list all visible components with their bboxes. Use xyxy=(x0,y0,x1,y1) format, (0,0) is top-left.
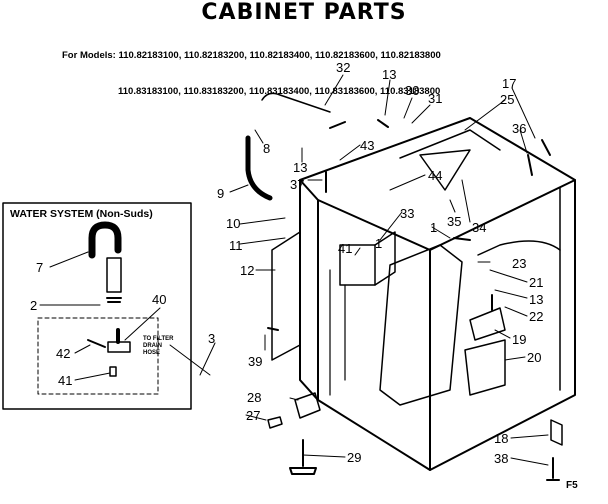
cabinet-inner-edge xyxy=(317,199,431,471)
figure-code: F5 xyxy=(566,480,578,491)
switch-bracket xyxy=(469,307,506,341)
callout-40: 40 xyxy=(152,292,166,307)
callout-13c: 13 xyxy=(529,292,543,307)
callout-36: 36 xyxy=(512,121,526,136)
side-panel xyxy=(271,231,301,361)
callout-8: 8 xyxy=(263,141,270,156)
water-system-inset xyxy=(2,202,192,410)
callout-43: 43 xyxy=(360,138,374,153)
model-line-1: For Models: 110.82183100, 110.82183200, … xyxy=(62,50,441,62)
model-list: For Models: 110.82183100, 110.82183200, … xyxy=(62,26,441,110)
hose-segment xyxy=(106,257,122,293)
leg-38 xyxy=(546,457,560,481)
callout-23: 23 xyxy=(512,256,526,271)
callout-39: 39 xyxy=(248,354,262,369)
callout-1b: 1 xyxy=(375,236,382,251)
callout-32: 32 xyxy=(336,60,350,75)
callout-35: 35 xyxy=(447,214,461,229)
callout-34: 34 xyxy=(472,220,486,235)
callout-17: 17 xyxy=(502,76,516,91)
callout-7: 7 xyxy=(36,260,43,275)
callout-41-inset: 41 xyxy=(58,373,72,388)
callout-37: 37 xyxy=(290,177,304,192)
callout-13a: 13 xyxy=(382,67,396,82)
callout-9: 9 xyxy=(217,186,224,201)
callout-11: 11 xyxy=(229,238,243,253)
callout-12: 12 xyxy=(240,263,254,278)
callout-31: 31 xyxy=(428,91,442,106)
cabinet-outline xyxy=(299,117,576,471)
callout-13b: 13 xyxy=(293,160,307,175)
models-line1: 110.82183100, 110.82183200, 110.82183400… xyxy=(118,50,441,61)
hose-32 xyxy=(261,92,331,113)
bracket-28 xyxy=(294,392,321,419)
valve-box xyxy=(339,244,376,286)
inset-title: WATER SYSTEM (Non-Suds) xyxy=(10,208,153,220)
page-title: CABINET PARTS xyxy=(201,0,407,25)
callout-20: 20 xyxy=(527,350,541,365)
callout-41: 41 xyxy=(338,241,352,256)
callout-29: 29 xyxy=(347,450,361,465)
callout-38: 38 xyxy=(494,451,508,466)
hose-7 xyxy=(88,221,122,259)
leg-29 xyxy=(289,439,317,475)
inset-dashed-box xyxy=(37,317,159,395)
callout-28: 28 xyxy=(247,390,261,405)
callout-30: 30 xyxy=(405,83,419,98)
fitting-40 xyxy=(107,341,131,353)
top-brace xyxy=(419,149,471,191)
callout-25: 25 xyxy=(500,92,514,107)
callout-18: 18 xyxy=(494,431,508,446)
callout-44: 44 xyxy=(428,168,442,183)
tub-support xyxy=(379,244,463,406)
callout-33: 33 xyxy=(400,206,414,221)
callout-21: 21 xyxy=(529,275,543,290)
callout-27: 27 xyxy=(246,408,260,423)
callout-10: 10 xyxy=(226,216,240,231)
models-prefix: For Models: xyxy=(62,50,116,61)
callout-1a: 1 xyxy=(430,220,437,235)
hose-9 xyxy=(245,135,273,201)
inset-note-2: DRAIN xyxy=(143,343,162,349)
callout-22: 22 xyxy=(529,309,543,324)
callout-19: 19 xyxy=(512,332,526,347)
callout-3: 3 xyxy=(208,331,215,346)
inset-note-3: HOSE xyxy=(143,350,160,356)
inset-note-1: TO FILTER xyxy=(143,336,174,342)
callout-labels: 32 13 30 31 17 25 8 13 43 36 9 37 44 10 … xyxy=(30,60,543,466)
callout-2: 2 xyxy=(30,298,37,313)
model-line-2: 110.83183100, 110.83183200, 110.83183400… xyxy=(118,86,441,97)
housing-20 xyxy=(464,339,506,396)
callout-42: 42 xyxy=(56,346,70,361)
cabinet-front-edge xyxy=(299,179,319,401)
